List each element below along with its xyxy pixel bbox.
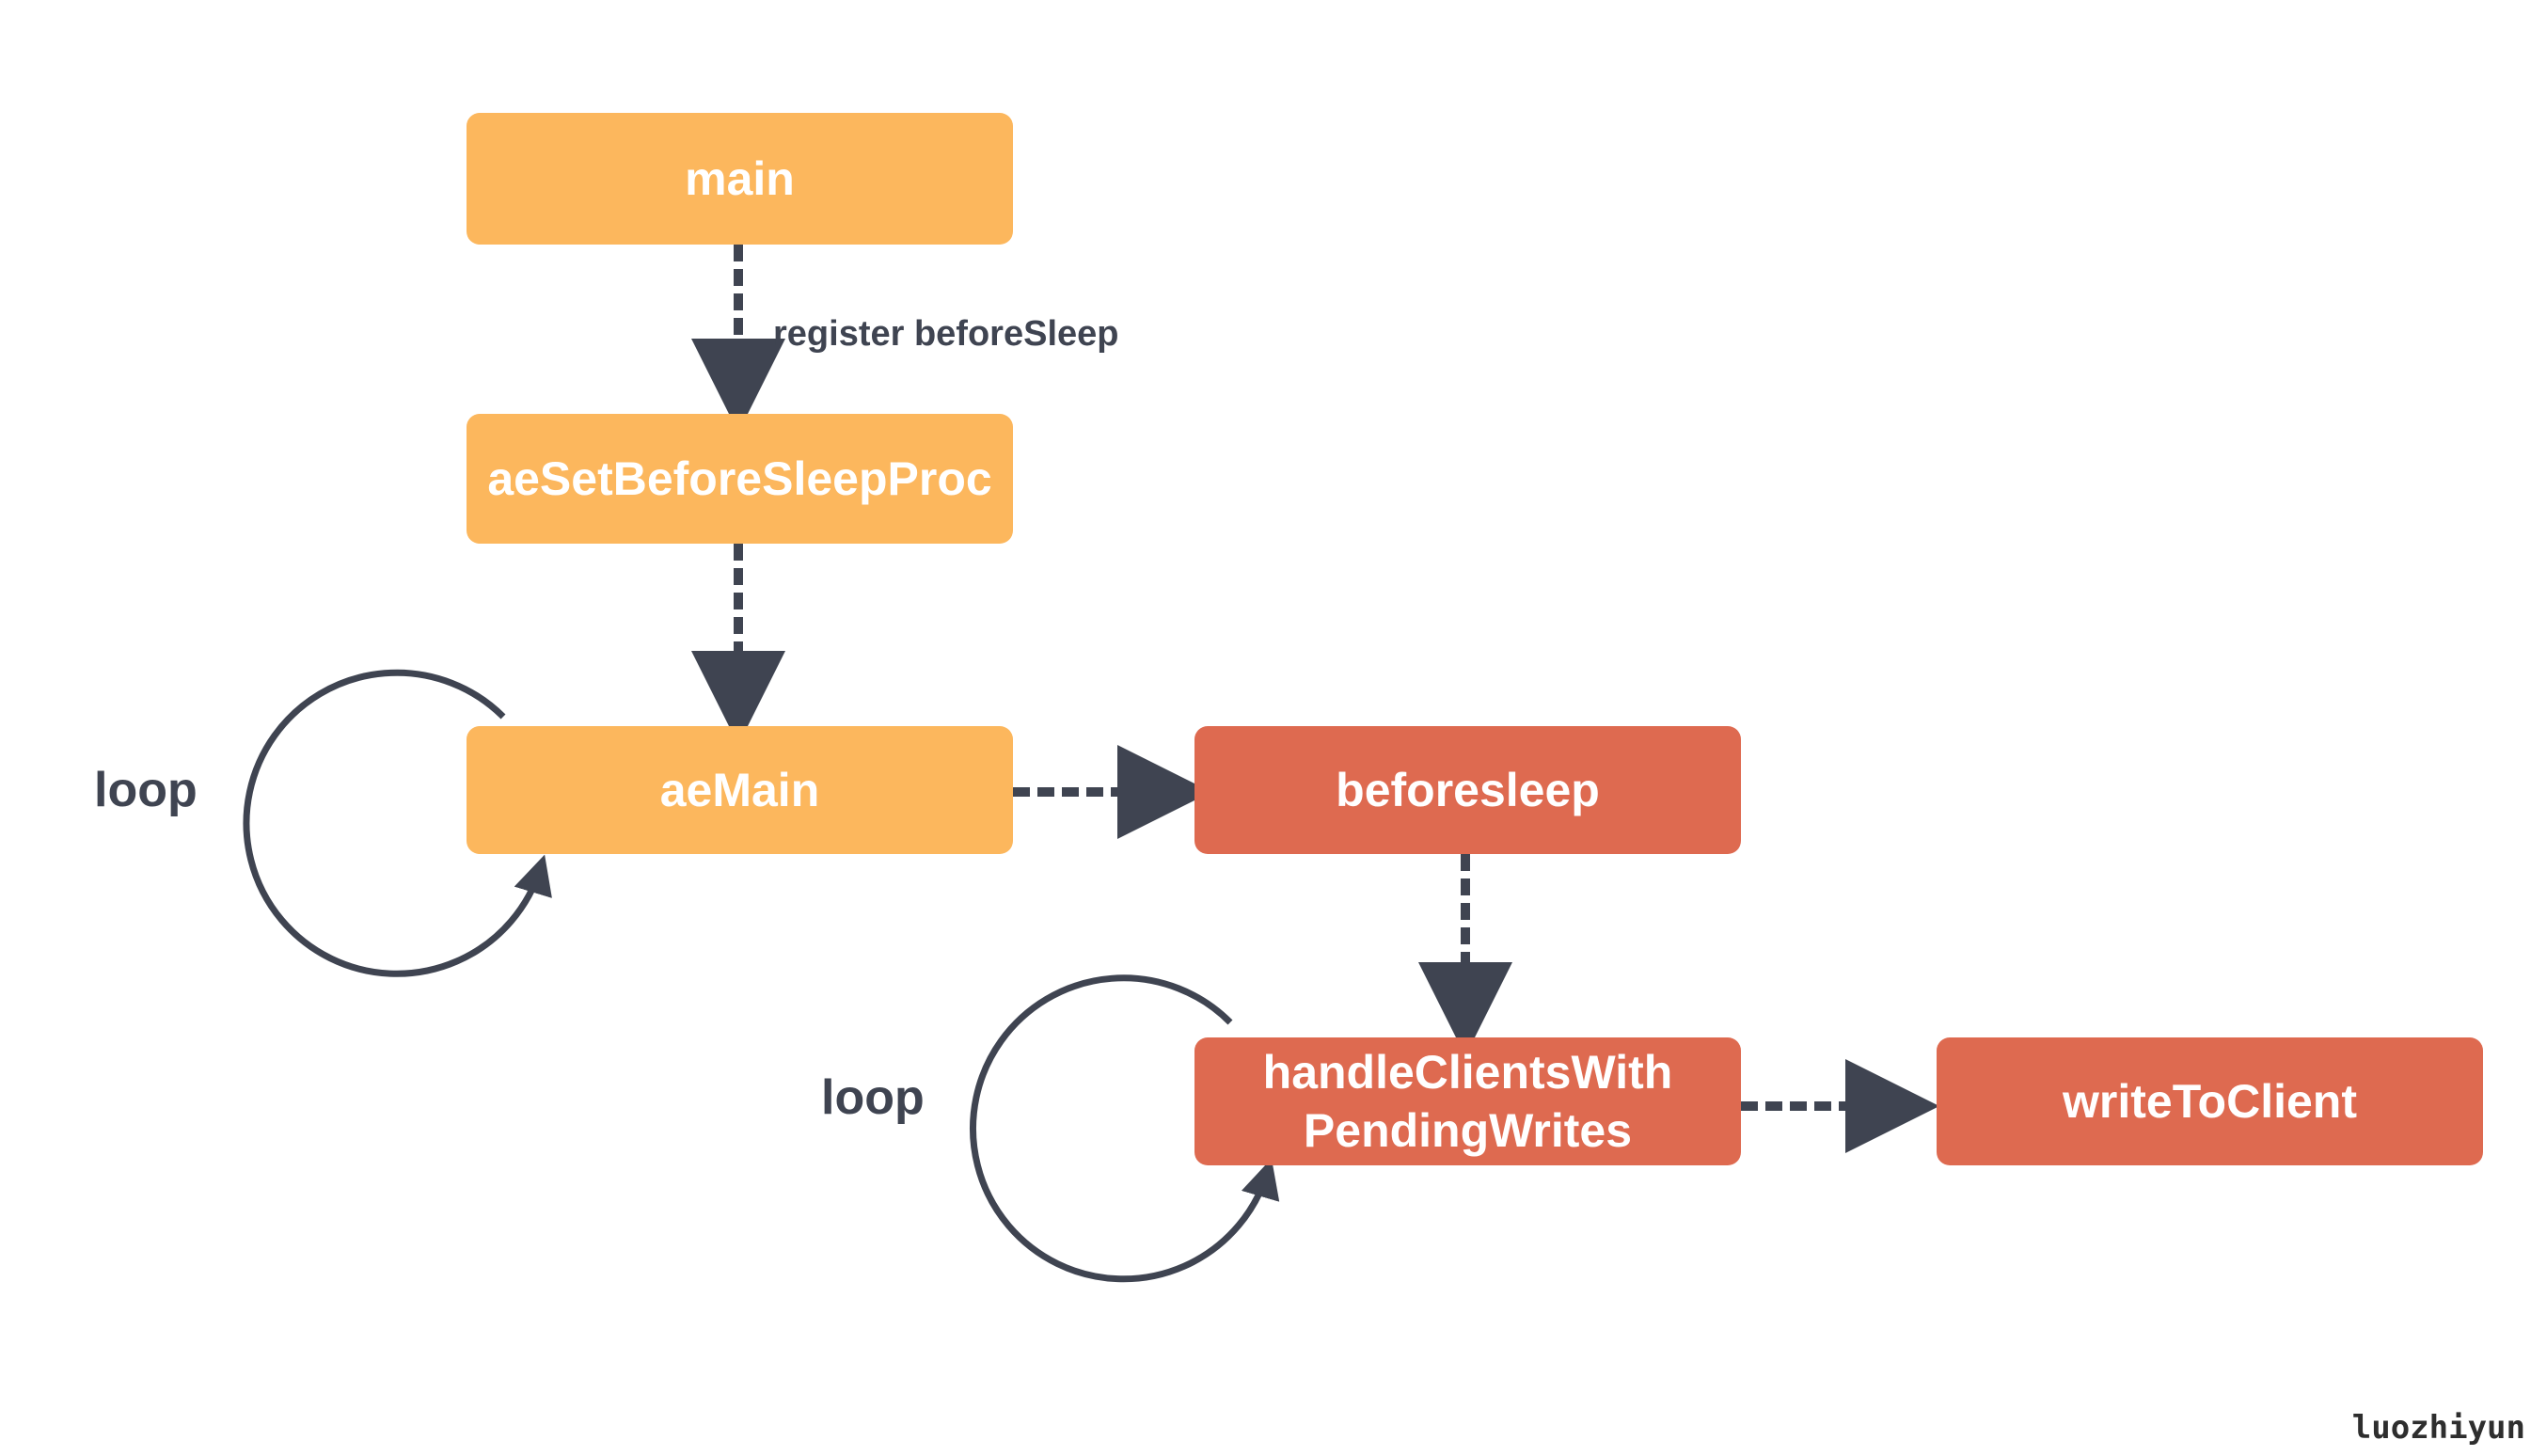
- loop-label-aemain: loop: [94, 763, 198, 817]
- loop-arrow-aemain: [243, 669, 552, 977]
- loop-arrow-handleclients: [970, 974, 1280, 1283]
- node-beforesleep: beforesleep: [1194, 726, 1741, 854]
- node-beforesleep-label: beforesleep: [1336, 764, 1600, 816]
- node-ae-set-before-sleep-proc: aeSetBeforeSleepProc: [467, 414, 1013, 544]
- node-handle-clients-with-pending-writes: handleClientsWith PendingWrites: [1194, 1037, 1741, 1165]
- node-handle-clients-label: handleClientsWith PendingWrites: [1263, 1043, 1673, 1160]
- node-main-label: main: [685, 152, 795, 205]
- node-ae-main: aeMain: [467, 726, 1013, 854]
- loop-label-handleclients: loop: [821, 1070, 925, 1125]
- author-signature: luozhiyun: [2351, 1409, 2525, 1447]
- edge-label-register: register beforeSleep: [773, 314, 1119, 354]
- node-ae-main-label: aeMain: [659, 764, 820, 816]
- node-main: main: [467, 113, 1013, 245]
- node-write-to-client-label: writeToClient: [2063, 1075, 2357, 1128]
- node-handle-clients-label-line1: handleClientsWith: [1262, 1046, 1673, 1099]
- node-write-to-client: writeToClient: [1937, 1037, 2483, 1165]
- node-ae-set-before-sleep-proc-label: aeSetBeforeSleepProc: [487, 452, 992, 505]
- node-handle-clients-label-line2: PendingWrites: [1303, 1104, 1633, 1157]
